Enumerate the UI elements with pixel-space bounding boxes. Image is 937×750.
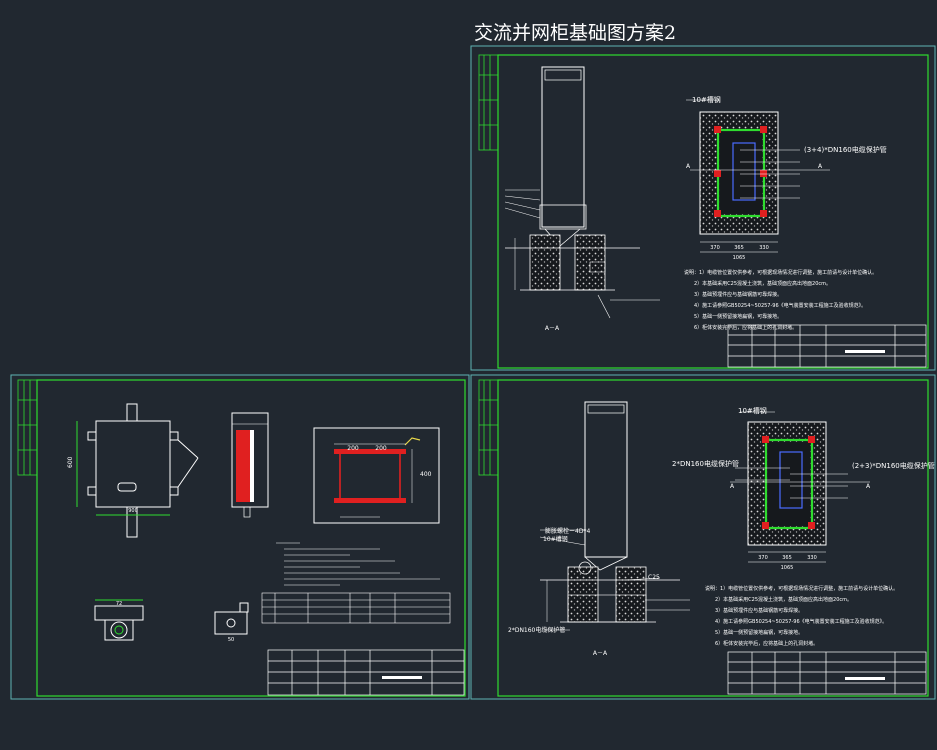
top-note-6: 6）柜体安装完毕后，应将基础上的孔洞封堵。 (694, 324, 797, 331)
bottom-notes: 说明：1）电缆管位置仅供参考，可根据现场情况进行调整，施工前请与设计单位确认。 … (705, 585, 898, 647)
bottom-conduit-left-section: 2*DN160电缆保护管 (508, 626, 565, 634)
bottom-note-1: 说明：1）电缆管位置仅供参考，可根据现场情况进行调整，施工前请与设计单位确认。 (705, 585, 898, 592)
bottom-note-5: 5）基础一侧预留接地扁钢，可靠接地。 (715, 629, 803, 636)
top-dim-3: 330 (759, 245, 769, 251)
bottom-anchor-label: 膨胀螺栓－4D*4 (545, 527, 590, 535)
bottom-foundation-section: 膨胀螺栓－4D*4 10#槽钢 C25 2*DN160电缆保护管 A－A (508, 527, 690, 657)
bottom-dim-1: 370 (758, 555, 768, 561)
left-cabinet-plan (76, 403, 199, 538)
top-sheet-frame (497, 54, 929, 369)
bottom-plan-channel-label: 10#槽钢 (738, 406, 767, 415)
drawing-title: 交流并网柜基础图方案2 (474, 22, 677, 44)
top-note-5: 5）基础一侧预留接地扁钢，可靠接地。 (694, 313, 782, 320)
bottom-marker-right: A (866, 483, 871, 490)
left-sheet: 600 900 200 200 400 (10, 374, 470, 700)
bottom-note-3: 3）基础预埋件应与基础钢筋可靠焊接。 (715, 607, 803, 614)
bottom-dim-2: 365 (782, 555, 792, 561)
top-sheet-binding-strip (478, 54, 499, 151)
left-title-block (267, 649, 465, 696)
left-dim-height: 600 (67, 456, 74, 468)
bottom-concrete-label: C25 (648, 574, 660, 581)
bottom-conduit-right: (2+3)*DN160电缆保护管 (852, 461, 935, 470)
left-channel-detail: 200 200 400 (313, 427, 440, 524)
bottom-cabinet-elevation (584, 401, 628, 571)
left-sheet-outer-border (10, 374, 470, 700)
left-sheet-frame (36, 379, 466, 697)
bottom-dim-3: 330 (807, 555, 817, 561)
top-title-block (727, 324, 927, 368)
bottom-section-label: A－A (593, 650, 608, 657)
left-dim-width: 900 (128, 508, 138, 514)
left-cabinet-side (231, 412, 269, 518)
left-dim-200a: 200 (347, 445, 359, 452)
left-dim-72: 72 (116, 601, 122, 607)
left-dim-400: 400 (420, 471, 432, 478)
top-note-3: 3）基础预埋件应与基础钢筋可靠焊接。 (694, 291, 782, 298)
top-sheet-outer-border (470, 45, 936, 371)
top-notes: 说明：1）电缆管位置仅供参考，可根据现场情况进行调整，施工前请与设计单位确认。 … (684, 269, 877, 331)
top-dim-1: 370 (710, 245, 720, 251)
bottom-sheet-frame (497, 379, 929, 697)
top-note-2: 2）本基础采用C25混凝土浇筑，基础顶面应高出地面20cm。 (694, 280, 831, 287)
top-marker-left: A (686, 163, 691, 170)
bottom-note-4: 4）施工请参照GB50254~50257-96《电气装置安装工程施工及验收规范》… (715, 618, 887, 625)
top-dim-2: 365 (734, 245, 744, 251)
top-note-1: 说明：1）电缆管位置仅供参考，可根据现场情况进行调整，施工前请与设计单位确认。 (684, 269, 877, 276)
bottom-sheet-outer-border (470, 374, 936, 700)
bottom-sheet-binding-strip (478, 379, 499, 476)
left-dim-200b: 200 (375, 445, 387, 452)
top-channel-label: 10#槽钢 (692, 95, 721, 104)
left-bracket-detail (94, 599, 144, 641)
top-plan-view: 10#槽钢 (3+4)*DN160电缆保护管 A A 370 365 330 1… (686, 95, 887, 261)
left-dim-50: 50 (228, 637, 234, 643)
bottom-marker-left: A (730, 483, 735, 490)
top-foundation-section: A－A (504, 189, 660, 332)
left-sheet-binding-strip (17, 379, 38, 476)
bottom-plan-view: 10#槽钢 2*DN160电缆保护管 (2+3)*DN160电缆保护管 A A … (672, 406, 935, 571)
left-notes (276, 542, 440, 586)
bottom-sheet: 膨胀螺栓－4D*4 10#槽钢 C25 2*DN160电缆保护管 A－A (470, 374, 936, 700)
top-section-label: A－A (545, 325, 560, 332)
top-cabinet-elevation (539, 66, 587, 247)
bottom-channel-label: 10#槽钢 (543, 535, 568, 543)
top-note-4: 4）施工请参照GB50254~50257-96《电气装置安装工程施工及验收规范》… (694, 302, 866, 309)
top-conduit-note: (3+4)*DN160电缆保护管 (804, 145, 887, 154)
top-dim-total: 1065 (733, 255, 746, 261)
bottom-note-2: 2）本基础采用C25混凝土浇筑，基础顶面应高出地面20cm。 (715, 596, 852, 603)
bottom-conduit-left: 2*DN160电缆保护管 (672, 459, 739, 468)
top-marker-right: A (818, 163, 823, 170)
left-clip-detail (214, 602, 249, 635)
bottom-note-6: 6）柜体安装完毕后，应将基础上的孔洞封堵。 (715, 640, 818, 647)
bottom-dim-total: 1065 (781, 565, 794, 571)
left-parts-table (261, 592, 451, 624)
bottom-title-block (727, 651, 927, 695)
top-sheet: A－A 10#槽钢 (3+4)*DN160电缆保护管 A (470, 45, 936, 371)
